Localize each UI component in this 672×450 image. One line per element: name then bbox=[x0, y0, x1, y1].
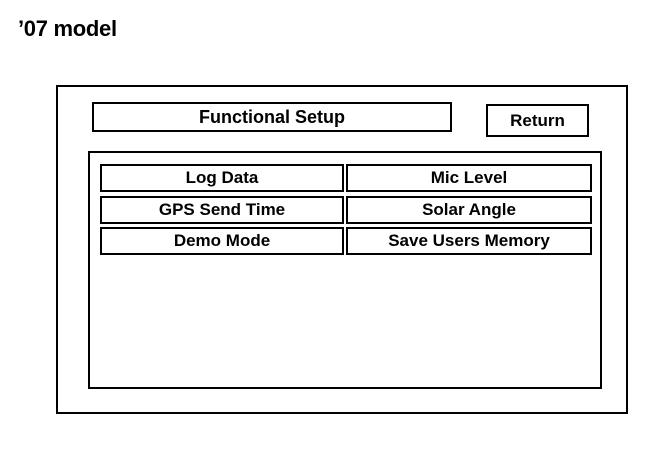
nav-screen: Functional Setup Return Log Data Mic Lev… bbox=[56, 85, 628, 414]
screen-title: Functional Setup bbox=[92, 102, 452, 132]
return-button[interactable]: Return bbox=[486, 104, 589, 137]
gps-send-time-button[interactable]: GPS Send Time bbox=[100, 196, 344, 224]
solar-angle-button[interactable]: Solar Angle bbox=[346, 196, 592, 224]
menu-panel: Log Data Mic Level GPS Send Time Solar A… bbox=[88, 151, 602, 389]
model-caption: ’07 model bbox=[18, 16, 117, 41]
log-data-button[interactable]: Log Data bbox=[100, 164, 344, 192]
save-users-memory-button[interactable]: Save Users Memory bbox=[346, 227, 592, 255]
demo-mode-button[interactable]: Demo Mode bbox=[100, 227, 344, 255]
mic-level-button[interactable]: Mic Level bbox=[346, 164, 592, 192]
